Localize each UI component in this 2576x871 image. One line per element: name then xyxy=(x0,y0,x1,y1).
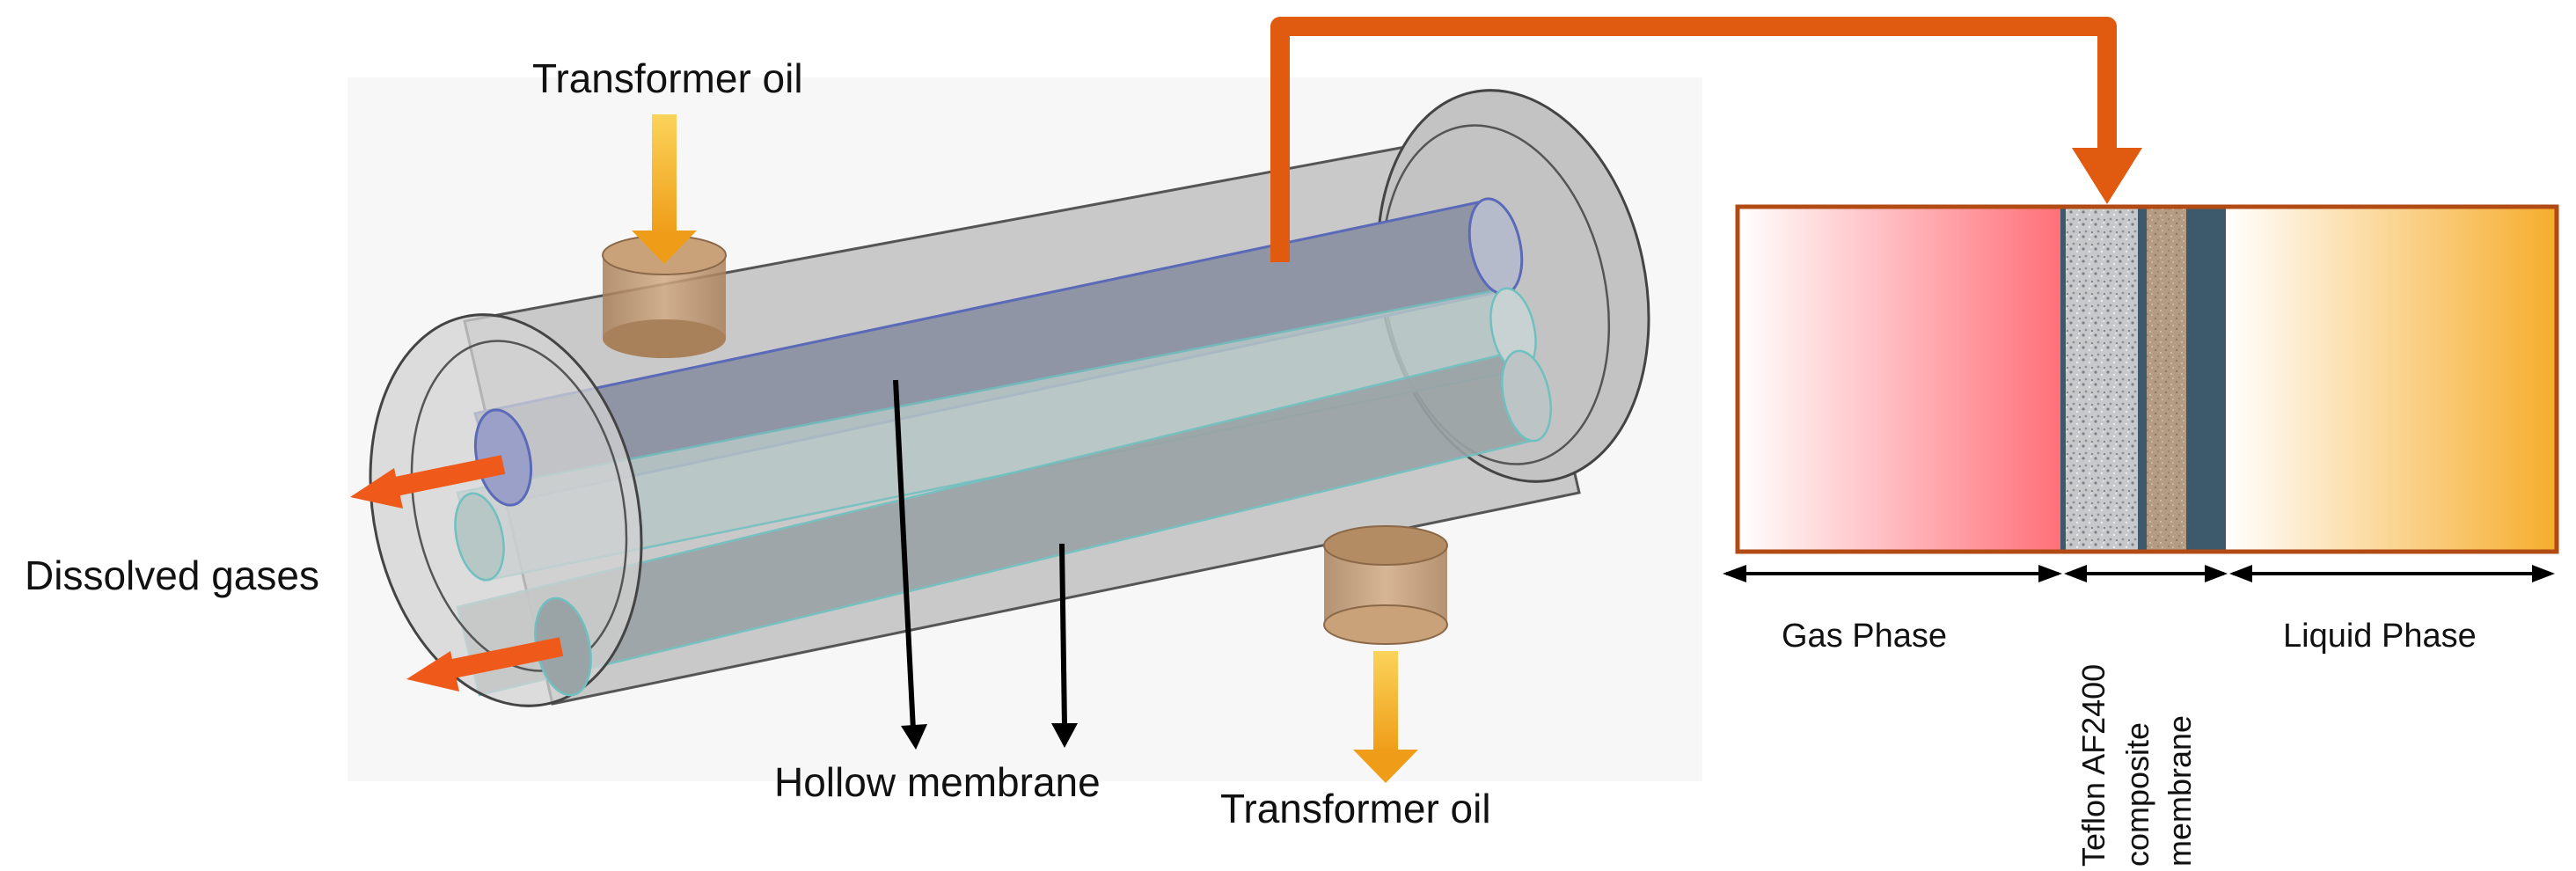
gas-phase-span-arrow xyxy=(1723,565,2062,582)
dissolved-gas-arrow-2 xyxy=(406,637,564,692)
dissolved-gases-label: Dissolved gases xyxy=(25,553,319,598)
detail-connector-arrow xyxy=(1270,17,2142,262)
membrane-module xyxy=(348,77,1702,781)
gas-phase-zone xyxy=(1738,207,2063,552)
membrane-separator-1 xyxy=(2138,207,2147,552)
membrane-edge-right xyxy=(2221,207,2226,552)
membrane-label-line-1: Teflon AF2400 xyxy=(2075,664,2111,867)
oil-inlet-arrow xyxy=(632,114,697,264)
cross-section-frame xyxy=(1735,204,2559,554)
membrane-cross-section xyxy=(1735,204,2559,554)
oil-outlet-port xyxy=(1323,525,1448,645)
porous-intermediate-layer xyxy=(2147,207,2186,552)
tube-3-far-end xyxy=(1501,349,1552,443)
oil-outlet-label: Transformer oil xyxy=(1220,786,1491,831)
tube-2-near-end xyxy=(454,492,505,582)
gas-phase-label: Gas Phase xyxy=(1782,618,1947,655)
membrane-label: Teflon AF2400 composite membrane xyxy=(2075,664,2198,867)
liquid-phase-label: Liquid Phase xyxy=(2283,618,2477,655)
porous-support-layer xyxy=(2063,207,2138,552)
dissolved-gas-arrow-1 xyxy=(350,455,506,509)
liquid-phase-span-arrow xyxy=(2229,565,2555,582)
liquid-phase-zone xyxy=(2224,207,2557,552)
membrane-edge-left xyxy=(2060,207,2066,552)
oil-outlet-arrow xyxy=(1353,651,1418,783)
oil-inlet-label: Transformer oil xyxy=(532,55,803,101)
membrane-label-line-3: membrane xyxy=(2162,715,2198,867)
membrane-span-arrow xyxy=(2064,565,2228,582)
hollow-membrane-label: Hollow membrane xyxy=(774,759,1101,805)
teflon-af2400-dense-layer xyxy=(2186,207,2224,552)
hollow-membrane-pointer-2 xyxy=(1051,543,1078,748)
membrane-label-line-2: composite xyxy=(2119,722,2155,867)
hollow-membrane-pointer-1 xyxy=(893,379,927,750)
